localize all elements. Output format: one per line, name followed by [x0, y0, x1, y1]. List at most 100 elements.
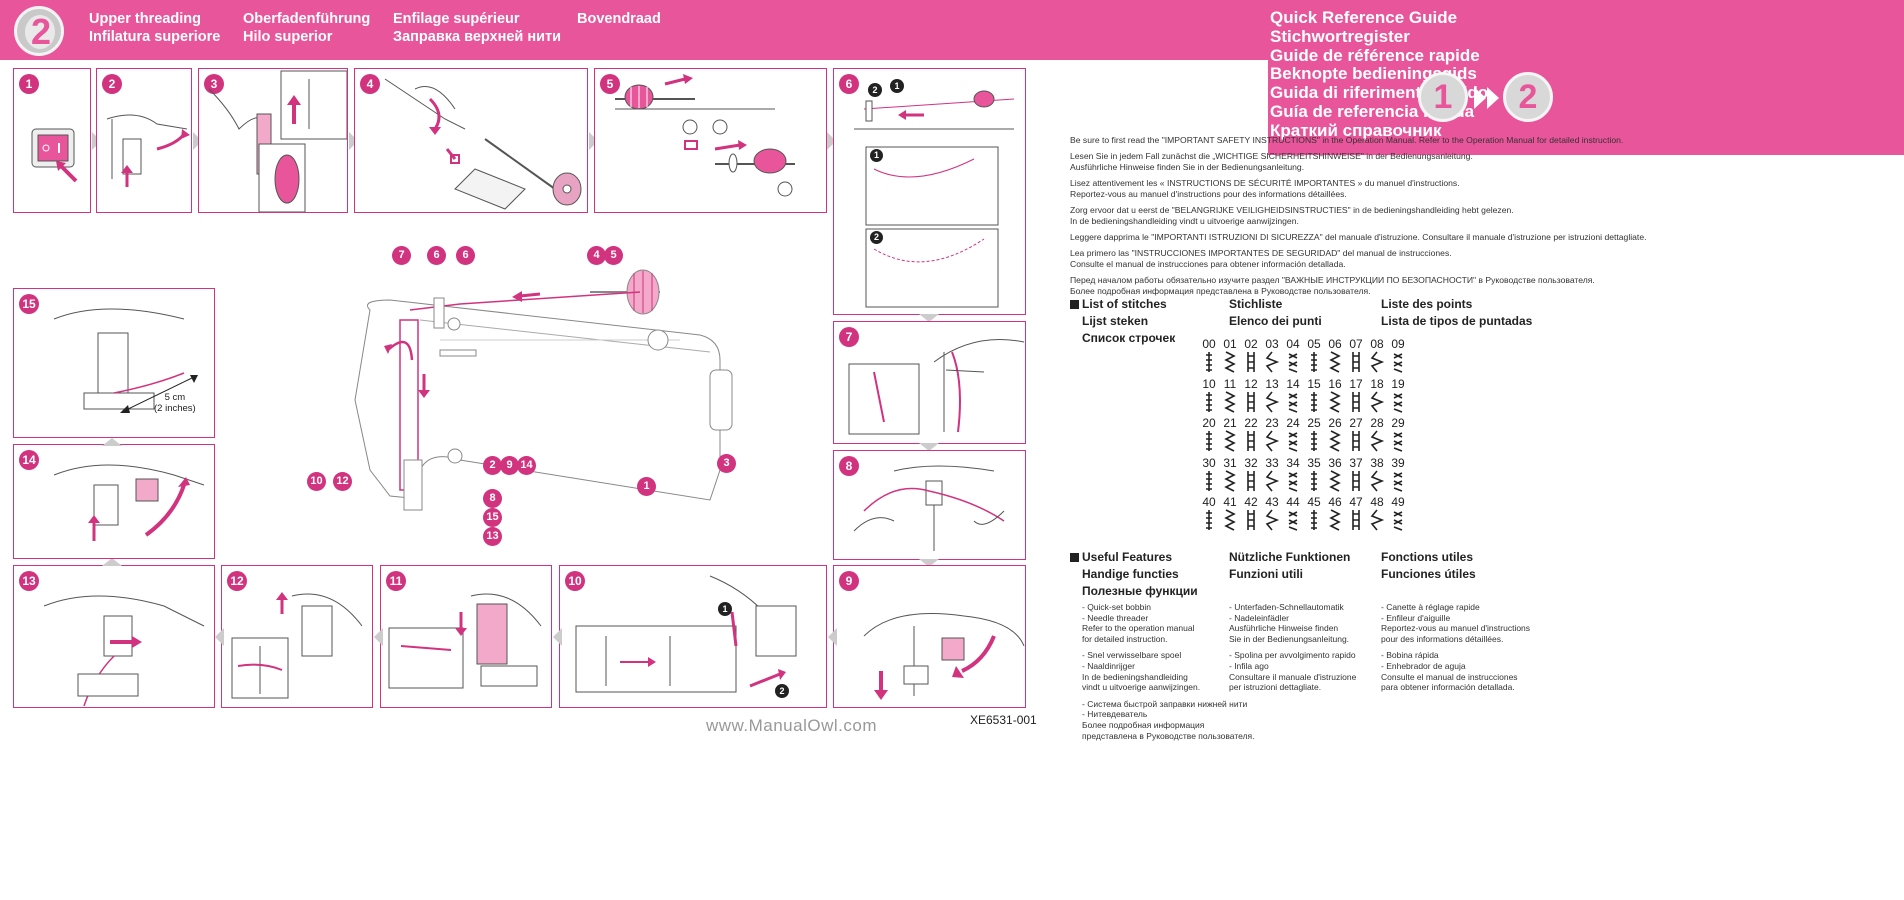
- callout-badge: 15: [483, 508, 502, 527]
- stitch-pattern-icon: [1206, 470, 1212, 491]
- sub-step-badge: 2: [868, 83, 882, 97]
- spool-step-icon: 2: [14, 6, 64, 56]
- stitch-pattern-icon: [1370, 351, 1385, 373]
- stitch-pattern-icon: [1288, 432, 1298, 452]
- needle-threading-illustration: [575, 575, 797, 693]
- callout-badge: 6: [427, 246, 446, 265]
- handwheel-illustration: [208, 70, 347, 212]
- stitch-number: 32: [1244, 455, 1258, 470]
- stitch-pattern-icon: [1224, 430, 1236, 452]
- stitch-pattern-icon: [1247, 510, 1255, 530]
- stitch-number: 36: [1328, 455, 1342, 470]
- stitch-number: 41: [1223, 495, 1237, 509]
- callout-badge: 13: [483, 527, 502, 546]
- stitch-number: 12: [1244, 376, 1258, 391]
- stitch-pattern-icon: [1288, 511, 1298, 531]
- stitch-pattern-icon: [1352, 470, 1360, 491]
- arrow-right-icon: [193, 132, 202, 150]
- stitch-number: 18: [1370, 376, 1384, 391]
- callout-badge: 3: [717, 454, 736, 473]
- stitch-pattern-icon: [1393, 471, 1403, 492]
- stitch-number: 10: [1202, 376, 1216, 391]
- stitch-pattern-icon: [1370, 390, 1385, 413]
- step-panel-4: 4: [354, 68, 588, 213]
- sub-step-badge: 2: [870, 231, 883, 244]
- sub-step-badge: 1: [870, 149, 883, 162]
- stitch-pattern-icon: [1206, 352, 1212, 372]
- stitch-number: 46: [1328, 495, 1342, 509]
- stitch-pattern-icon: [1224, 509, 1236, 531]
- stitch-pattern-icon: [1206, 391, 1212, 412]
- stitch-pattern-icon: [1224, 351, 1236, 373]
- callout-badge: 6: [456, 246, 475, 265]
- stitch-pattern-icon: [1393, 353, 1403, 373]
- step-badge: 15: [19, 294, 39, 314]
- presser-foot-lower-illustration: [863, 613, 1025, 700]
- stitch-number: 08: [1370, 337, 1384, 351]
- stitch-number: 27: [1349, 416, 1363, 430]
- step-number-badge: 2: [30, 11, 52, 52]
- step-badge: 9: [839, 571, 859, 591]
- stitch-pattern-icon: [1265, 390, 1280, 413]
- step-panel-8: 8: [833, 450, 1026, 560]
- watermark: www.ManualOwl.com: [706, 716, 877, 735]
- stitch-number: 28: [1370, 416, 1384, 430]
- sub-step-badge: 1: [890, 79, 904, 93]
- sub-step-badge: 2: [775, 684, 789, 698]
- chevron-right-icon: [1487, 87, 1499, 109]
- stitch-number: 44: [1286, 495, 1300, 509]
- stitch-pattern-icon: [1288, 471, 1298, 492]
- stitch-number: 09: [1391, 337, 1405, 351]
- stitch-number: 45: [1307, 495, 1321, 509]
- presser-foot-lever-illustration: [106, 114, 190, 187]
- stitch-pattern-icon: [1352, 391, 1360, 412]
- stitch-pattern-icon: [1329, 390, 1341, 413]
- stitch-pattern-icon: [1311, 352, 1317, 372]
- step-panel-10: 10 1 2: [559, 565, 827, 708]
- stitch-pattern-icon: [1311, 470, 1317, 491]
- stitch-number: 22: [1244, 416, 1258, 430]
- step-panel-15: 15 5 cm(2 inches): [13, 288, 215, 438]
- stitch-number: 00: [1202, 337, 1216, 351]
- stitch-pattern-icon: [1393, 392, 1403, 413]
- header-col-4: Bovendraad: [577, 11, 661, 27]
- stitch-number: 20: [1202, 416, 1216, 430]
- bullet-square-icon: [1070, 300, 1079, 309]
- stitch-number: 06: [1328, 337, 1342, 351]
- stitch-number: 26: [1328, 416, 1342, 430]
- stitch-number: 24: [1286, 416, 1300, 430]
- step-panel-2: 2: [96, 68, 192, 213]
- step-badge: 6: [839, 74, 859, 94]
- stitch-pattern-icon: [1265, 509, 1280, 531]
- stitch-number: 04: [1286, 337, 1300, 351]
- stitch-number: 38: [1370, 455, 1384, 470]
- stitch-pattern-icon: [1265, 469, 1280, 492]
- step-panel-13: 13: [13, 565, 215, 708]
- arrow-down-icon: [919, 559, 939, 567]
- arrow-up-icon: [102, 438, 122, 446]
- stitch-pattern-icon: [1288, 392, 1298, 413]
- stitch-pattern-icon: [1352, 510, 1360, 530]
- thread-pull-illustration: [43, 595, 205, 707]
- stitch-number: 01: [1223, 337, 1237, 351]
- stitch-pattern-icon: [1329, 430, 1341, 452]
- step-badge: 13: [19, 571, 39, 591]
- stitch-pattern-icon: [1370, 509, 1385, 531]
- stitch-pattern-icon: [1311, 391, 1317, 412]
- stitch-pattern-icon: [1329, 469, 1341, 492]
- callout-badge: 14: [517, 456, 536, 475]
- stitch-pattern-icon: [1352, 352, 1360, 372]
- take-up-lever-illustration: [848, 339, 1025, 435]
- stitch-number: 29: [1391, 416, 1405, 430]
- stitch-number: 02: [1244, 337, 1258, 351]
- stitch-pattern-icon: [1393, 511, 1403, 531]
- power-switch-illustration: [31, 128, 78, 183]
- step-badge: 5: [600, 74, 620, 94]
- features-list-2: - Unterfaden-Schnellautomatik- Nadeleinf…: [1229, 602, 1357, 693]
